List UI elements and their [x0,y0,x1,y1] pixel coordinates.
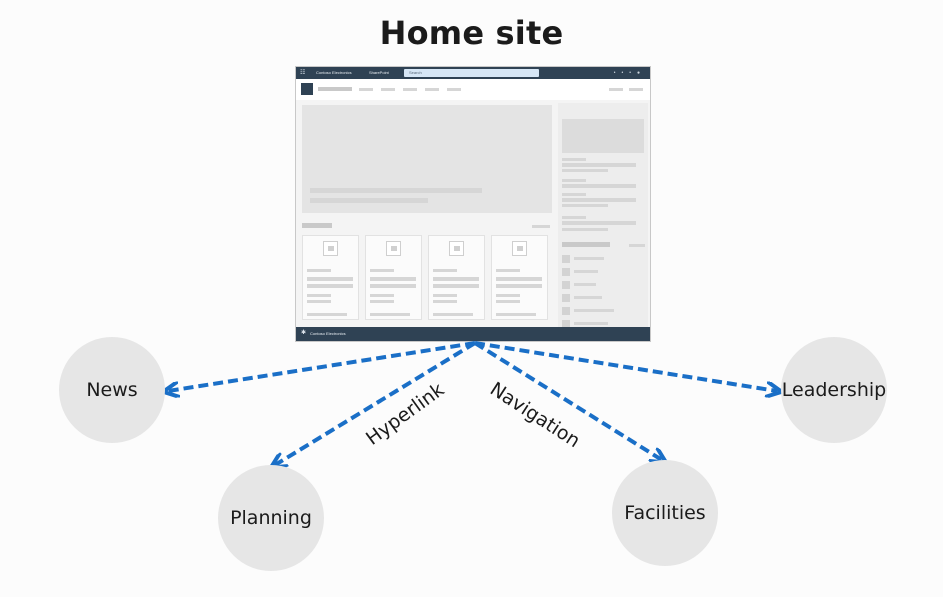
org-logo-icon: ✱ [301,330,307,336]
node-planning-label: Planning [230,507,312,529]
thumbnail-nav-bar [629,88,643,91]
thumbnail-app-label: SharePoint [369,70,389,75]
thumbnail-toolbar-icons: •••● [613,70,646,76]
thumbnail-sidebar-image [562,119,644,153]
thumbnail-footer-label: Contoso Electronics [310,331,346,336]
node-news: News [59,337,165,443]
thumbnail-see-all [532,225,550,228]
node-leadership-label: Leadership [781,379,887,401]
thumbnail-nav-bar [403,88,417,91]
thumbnail-news-card [302,235,359,320]
diagram-title: Home site [379,14,564,52]
arrow-to-news [168,341,476,391]
thumbnail-section-heading [302,223,332,228]
waffle-icon: ☷ [300,70,306,76]
thumbnail-site-logo [301,83,313,95]
document-icon [323,241,338,256]
node-facilities-label: Facilities [624,502,706,524]
thumbnail-footer: ✱ Contoso Electronics [296,327,650,341]
node-planning: Planning [218,465,324,571]
thumbnail-news-card [428,235,485,320]
thumbnail-hero-text-bar [310,188,482,193]
thumbnail-nav-bar [609,88,623,91]
document-icon [512,241,527,256]
arrow-to-planning [275,341,477,465]
arrow-to-facilities [473,341,662,460]
node-news-label: News [86,379,138,401]
home-site-thumbnail: ☷ Contoso Electronics SharePoint Search … [295,66,651,342]
node-facilities: Facilities [612,460,718,566]
arrow-to-leadership [474,341,777,391]
thumbnail-news-card [491,235,548,320]
thumbnail-hero [302,105,552,213]
node-leadership: Leadership [781,337,887,443]
thumbnail-nav-bar [359,88,373,91]
thumbnail-news-card [365,235,422,320]
thumbnail-site-header [296,79,650,100]
thumbnail-nav-bar [381,88,395,91]
document-icon [386,241,401,256]
thumbnail-topbar: ☷ Contoso Electronics SharePoint Search … [296,67,650,79]
thumbnail-search-placeholder: Search [409,70,422,75]
thumbnail-site-name-bar [318,87,352,91]
thumbnail-org-label: Contoso Electronics [316,70,352,75]
thumbnail-search-box: Search [404,69,539,77]
document-icon [449,241,464,256]
thumbnail-hero-text-bar [310,198,428,203]
thumbnail-nav-bar [447,88,461,91]
thumbnail-nav-bar [425,88,439,91]
